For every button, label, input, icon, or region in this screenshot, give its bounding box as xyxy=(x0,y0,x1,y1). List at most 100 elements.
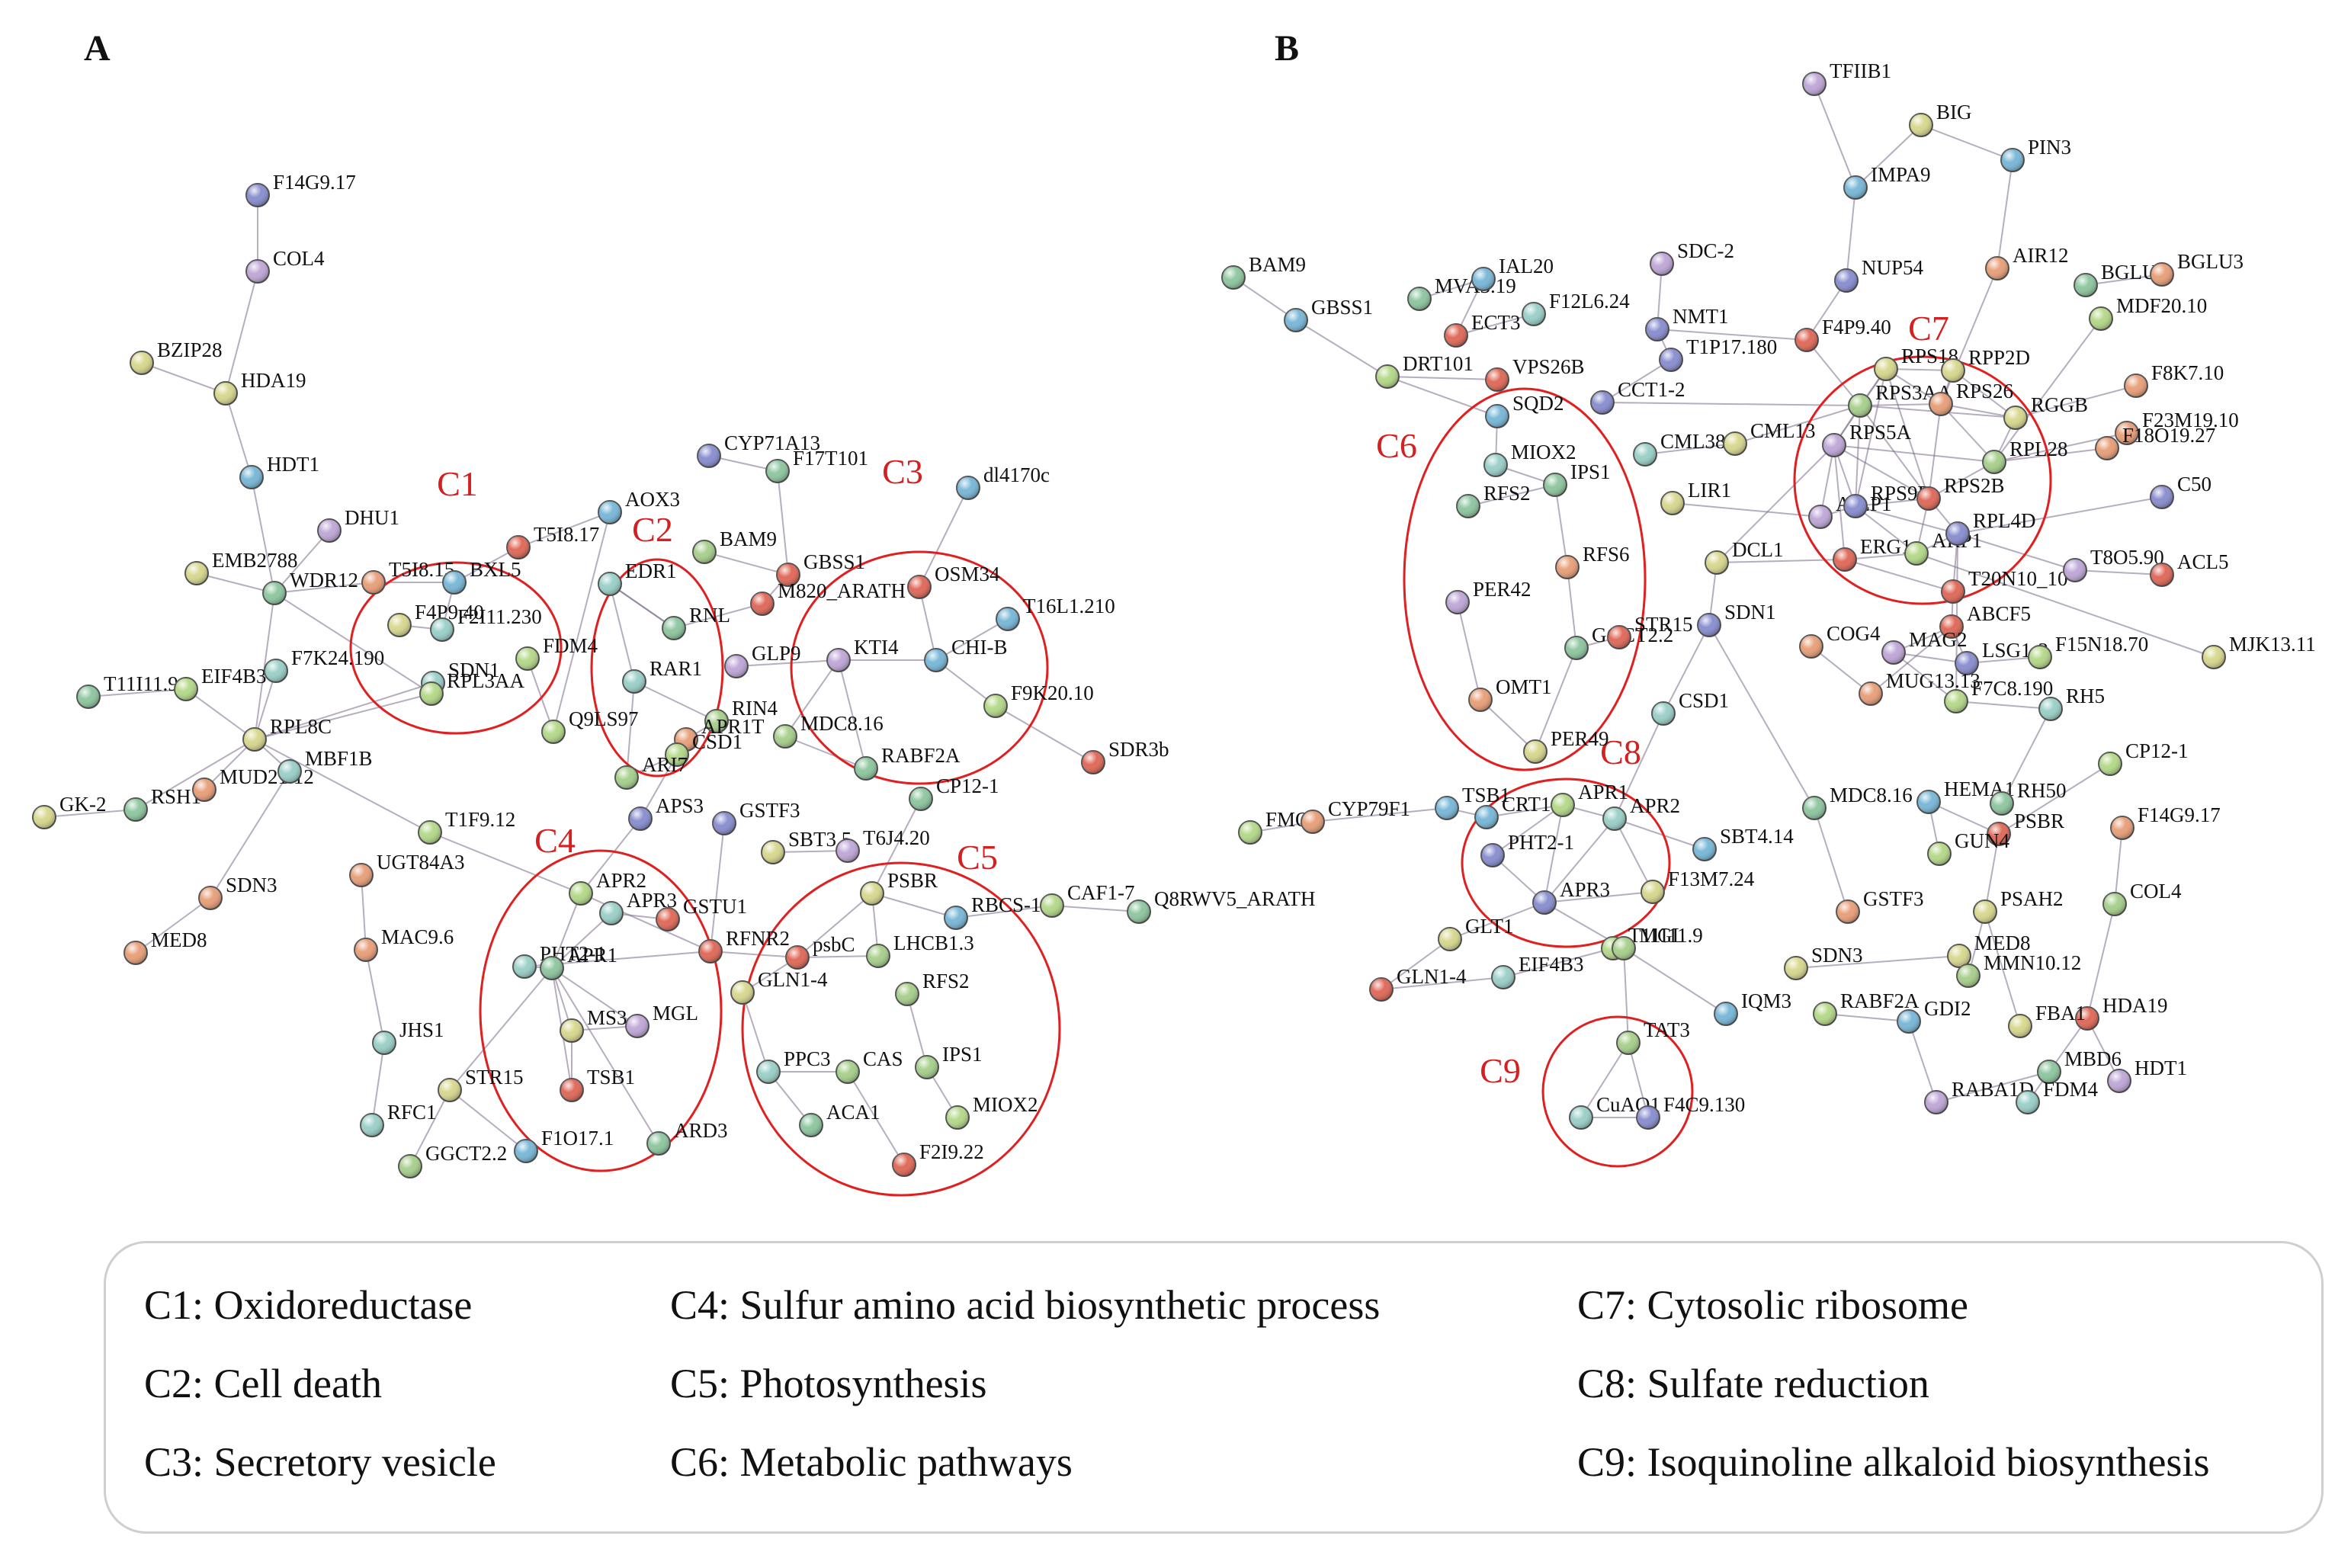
node-aox3[interactable]: AOX3 xyxy=(598,488,680,524)
node-caf1-7[interactable]: CAF1-7 xyxy=(1040,881,1135,918)
node-acl5[interactable]: ACL5 xyxy=(2150,550,2229,587)
node-f2i11.230[interactable]: F2I11.230 xyxy=(430,605,542,642)
node-q9ls97[interactable]: Q9LS97 xyxy=(541,707,639,744)
node-miox2[interactable]: MIOX2 xyxy=(945,1093,1038,1130)
node-gbss1[interactable]: GBSS1 xyxy=(776,550,865,587)
node-f13m7.24[interactable]: F13M7.24 xyxy=(1641,867,1755,904)
node-per42[interactable]: PER42 xyxy=(1445,578,1532,614)
node-rh50[interactable]: RH50 xyxy=(1990,779,2067,816)
node-fba1[interactable]: FBA1 xyxy=(2008,1002,2086,1038)
node-csd1[interactable]: CSD1 xyxy=(665,730,743,767)
node-wdr12[interactable]: WDR12 xyxy=(262,569,358,605)
node-f8k7.10[interactable]: F8K7.10 xyxy=(2124,361,2224,398)
node-hdt1[interactable]: HDT1 xyxy=(2107,1057,2187,1093)
node-cas[interactable]: CAS xyxy=(836,1047,903,1084)
node-mdc8.16[interactable]: MDC8.16 xyxy=(773,712,884,749)
node-f4p9.40[interactable]: F4P9.40 xyxy=(1795,316,1891,352)
node-psbr[interactable]: PSBR xyxy=(860,869,938,906)
node-t5i8.15[interactable]: T5I8.15 xyxy=(361,558,454,595)
node-bzip28[interactable]: BZIP28 xyxy=(130,338,223,375)
node-impa9[interactable]: IMPA9 xyxy=(1843,163,1931,200)
node-nup54[interactable]: NUP54 xyxy=(1834,256,1924,293)
node-aca1[interactable]: ACA1 xyxy=(799,1101,880,1137)
node-f12l6.24[interactable]: F12L6.24 xyxy=(1522,290,1630,326)
node-hda19[interactable]: HDA19 xyxy=(213,369,306,406)
node-rfnr2[interactable]: RFNR2 xyxy=(698,927,790,964)
node-abcf5[interactable]: ABCF5 xyxy=(1939,602,2031,639)
node-mva3.19[interactable]: MVA3.19 xyxy=(1407,274,1516,311)
node-q8rwv5_arath[interactable]: Q8RWV5_ARATH xyxy=(1127,887,1316,924)
node-str15[interactable]: STR15 xyxy=(438,1066,524,1102)
node-mdc8.16[interactable]: MDC8.16 xyxy=(1802,784,1913,820)
node-gbss1[interactable]: GBSS1 xyxy=(1284,296,1373,332)
node-edr1[interactable]: EDR1 xyxy=(598,560,677,596)
node-csd1[interactable]: CSD1 xyxy=(1651,689,1729,726)
node-cp12-1[interactable]: CP12-1 xyxy=(909,774,999,811)
node-med8[interactable]: MED8 xyxy=(1947,932,2031,968)
node-pin3[interactable]: PIN3 xyxy=(2000,136,2071,172)
node-cml13[interactable]: CML13 xyxy=(1723,419,1816,456)
node-apr3[interactable]: APR3 xyxy=(599,889,677,925)
node-t1f9.12[interactable]: T1F9.12 xyxy=(418,808,515,845)
node-sdn1[interactable]: SDN1 xyxy=(1697,601,1776,637)
node-col4[interactable]: COL4 xyxy=(245,247,325,284)
node-fdm4[interactable]: FDM4 xyxy=(515,634,598,671)
node-rpp2d[interactable]: RPP2D xyxy=(1941,346,2030,383)
node-jhs1[interactable]: JHS1 xyxy=(372,1018,444,1055)
node-apr1[interactable]: APR1 xyxy=(1551,781,1628,817)
node-apr1t[interactable]: APR1T xyxy=(674,715,765,752)
node-sdn3[interactable]: SDN3 xyxy=(1784,944,1863,980)
node-bam9[interactable]: BAM9 xyxy=(1221,253,1306,290)
node-gun4[interactable]: GUN4 xyxy=(1927,829,2009,866)
node-ips1[interactable]: IPS1 xyxy=(1543,460,1611,497)
node-pht2-1[interactable]: PHT2-1 xyxy=(512,942,606,979)
node-gk-2[interactable]: GK-2 xyxy=(32,793,107,829)
node-rfc1[interactable]: RFC1 xyxy=(360,1101,437,1137)
node-sbt4.14[interactable]: SBT4.14 xyxy=(1692,825,1794,861)
node-big[interactable]: BIG xyxy=(1909,101,1972,137)
node-rh5[interactable]: RH5 xyxy=(2038,685,2105,721)
node-lhcb1.3[interactable]: LHCB1.3 xyxy=(866,932,974,968)
node-ari7[interactable]: ARI7 xyxy=(614,753,688,790)
node-dhu1[interactable]: DHU1 xyxy=(317,506,399,543)
node-mud21.12[interactable]: MUD21.12 xyxy=(192,765,314,802)
node-mgl[interactable]: MGL xyxy=(625,1002,698,1038)
node-osm34[interactable]: OSM34 xyxy=(907,563,1000,599)
node-rps2b[interactable]: RPS2B xyxy=(1916,474,2005,511)
node-miox2[interactable]: MIOX2 xyxy=(1483,441,1576,477)
node-gstf3[interactable]: GSTF3 xyxy=(712,799,800,835)
node-rggb[interactable]: RGGB xyxy=(2003,393,2088,430)
node-ailp1[interactable]: AILP1 xyxy=(1808,492,1892,529)
node-rabf2a[interactable]: RABF2A xyxy=(854,744,961,781)
node-glp9[interactable]: GLP9 xyxy=(724,642,801,678)
node-fdm4[interactable]: FDM4 xyxy=(2016,1078,2099,1114)
node-f4p9.40[interactable]: F4P9.40 xyxy=(387,601,484,637)
node-mag2[interactable]: MAG2 xyxy=(1881,628,1968,665)
node-hda19[interactable]: HDA19 xyxy=(2075,994,2168,1031)
node-f17t101[interactable]: F17T101 xyxy=(765,447,868,483)
node-bxl5[interactable]: BXL5 xyxy=(442,558,521,595)
node-tfiib1[interactable]: TFIIB1 xyxy=(1802,59,1891,96)
node-lir1[interactable]: LIR1 xyxy=(1660,479,1731,515)
node-rpl4d[interactable]: RPL4D xyxy=(1945,509,2036,546)
node-tsb1[interactable]: TSB1 xyxy=(1435,784,1510,820)
node-rabf2a[interactable]: RABF2A xyxy=(1813,989,1920,1026)
node-ppc3[interactable]: PPC3 xyxy=(756,1047,831,1084)
node-mmn10.12[interactable]: MMN10.12 xyxy=(1956,951,2081,988)
node-cyp71a13[interactable]: CYP71A13 xyxy=(697,431,820,468)
node-psah2[interactable]: PSAH2 xyxy=(1973,887,2064,924)
node-psbr[interactable]: PSBR xyxy=(1987,810,2064,846)
node-vps26b[interactable]: VPS26B xyxy=(1485,355,1585,392)
node-air12[interactable]: AIR12 xyxy=(1985,244,2069,281)
node-ips1[interactable]: IPS1 xyxy=(915,1043,983,1079)
node-tat3[interactable]: TAT3 xyxy=(1616,1018,1690,1055)
node-t16l1.210[interactable]: T16L1.210 xyxy=(996,595,1115,631)
node-rps26[interactable]: RPS26 xyxy=(1929,380,2013,416)
node-eif4b3[interactable]: EIF4B3 xyxy=(1491,953,1584,989)
node-gstf3[interactable]: GSTF3 xyxy=(1836,887,1924,924)
node-crt1[interactable]: CRT1 xyxy=(1474,793,1551,829)
node-sdc-2[interactable]: SDC-2 xyxy=(1650,239,1734,276)
node-ms3[interactable]: MS3 xyxy=(560,1006,627,1043)
node-chi-b[interactable]: CHI-B xyxy=(924,636,1008,672)
node-rar1[interactable]: RAR1 xyxy=(622,657,702,694)
